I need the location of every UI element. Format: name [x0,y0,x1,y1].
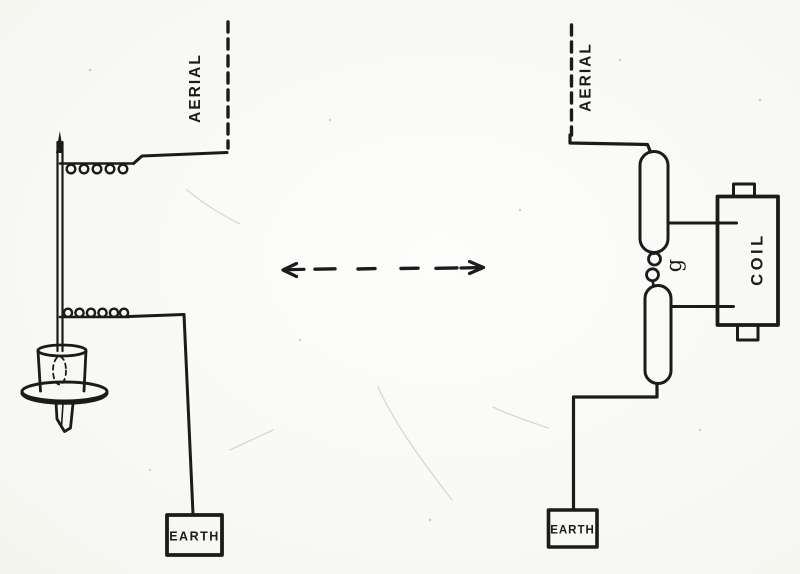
paper-speck [298,338,302,342]
coil-loop [65,163,77,175]
arrow-left-head [281,261,299,279]
arrow-dashes [313,266,459,271]
coil-loop [104,163,116,175]
left-aerial-label: AERIAL [187,53,204,123]
arrow-left-tail [283,267,306,272]
base-peg-outline [54,401,75,433]
wireless-link-arrow [281,259,486,279]
spark-gap-ball-bottom [645,267,660,283]
paper-speck [758,98,762,102]
coil-terminal-bottom [736,323,760,342]
left-earth-box [165,513,224,557]
spark-gap-ball-top [647,251,662,267]
right-aerial-feed-wire [568,133,653,154]
base-peg-fold-line [60,402,64,428]
cork-hidden-hole [52,355,67,386]
paper-speck [618,58,622,62]
paper-scratch [229,429,274,451]
right-aerial-label: AERIAL [578,42,595,112]
coil-loop [78,163,90,175]
coil-loop [85,307,97,319]
arrow-right-tail [459,265,484,270]
upper-coupling-coil [58,162,135,175]
paper-scratch [377,386,453,501]
paper-scratches [88,58,762,522]
coil-loop [117,163,129,175]
base-peg [54,401,75,433]
right-earth-label: EARTH [550,525,595,537]
coil-loop [74,307,85,319]
right-earth-box [546,508,599,549]
right-earth-wire [571,381,659,512]
left-earth-label: EARTH [169,530,220,544]
paper-scratch [492,406,549,429]
paper-speck [328,118,332,122]
lower-tube [643,284,673,385]
arrow-right-head [467,259,486,276]
paper-speck [698,428,702,432]
coil-loop [97,307,108,319]
paper-speck [518,208,522,212]
paper-scratch [186,189,241,225]
upper-tube [638,150,670,254]
coil-loop [108,307,120,319]
left-aerial-feed-wire [132,151,229,165]
saucer-base [20,380,109,405]
left-station: AERIAL [20,20,230,557]
left-earth-wire [127,313,195,516]
paper-speck [88,68,92,72]
coil-loop [62,307,74,319]
coil-label: COIL [749,232,767,285]
spark-gap-label: g [662,259,686,272]
paper-speck [428,518,432,522]
coil-box-assembly: COIL [715,182,780,342]
saucer-rim-top [20,380,109,403]
right-station: AERIAL g COIL EARTH [546,23,780,549]
coil-loop [91,163,103,175]
coil-loop [118,307,130,319]
cork-right-side [82,349,88,393]
lower-coupling-coil [58,307,131,319]
saucer-rim-bottom [20,392,109,405]
paper-speck [148,468,152,472]
